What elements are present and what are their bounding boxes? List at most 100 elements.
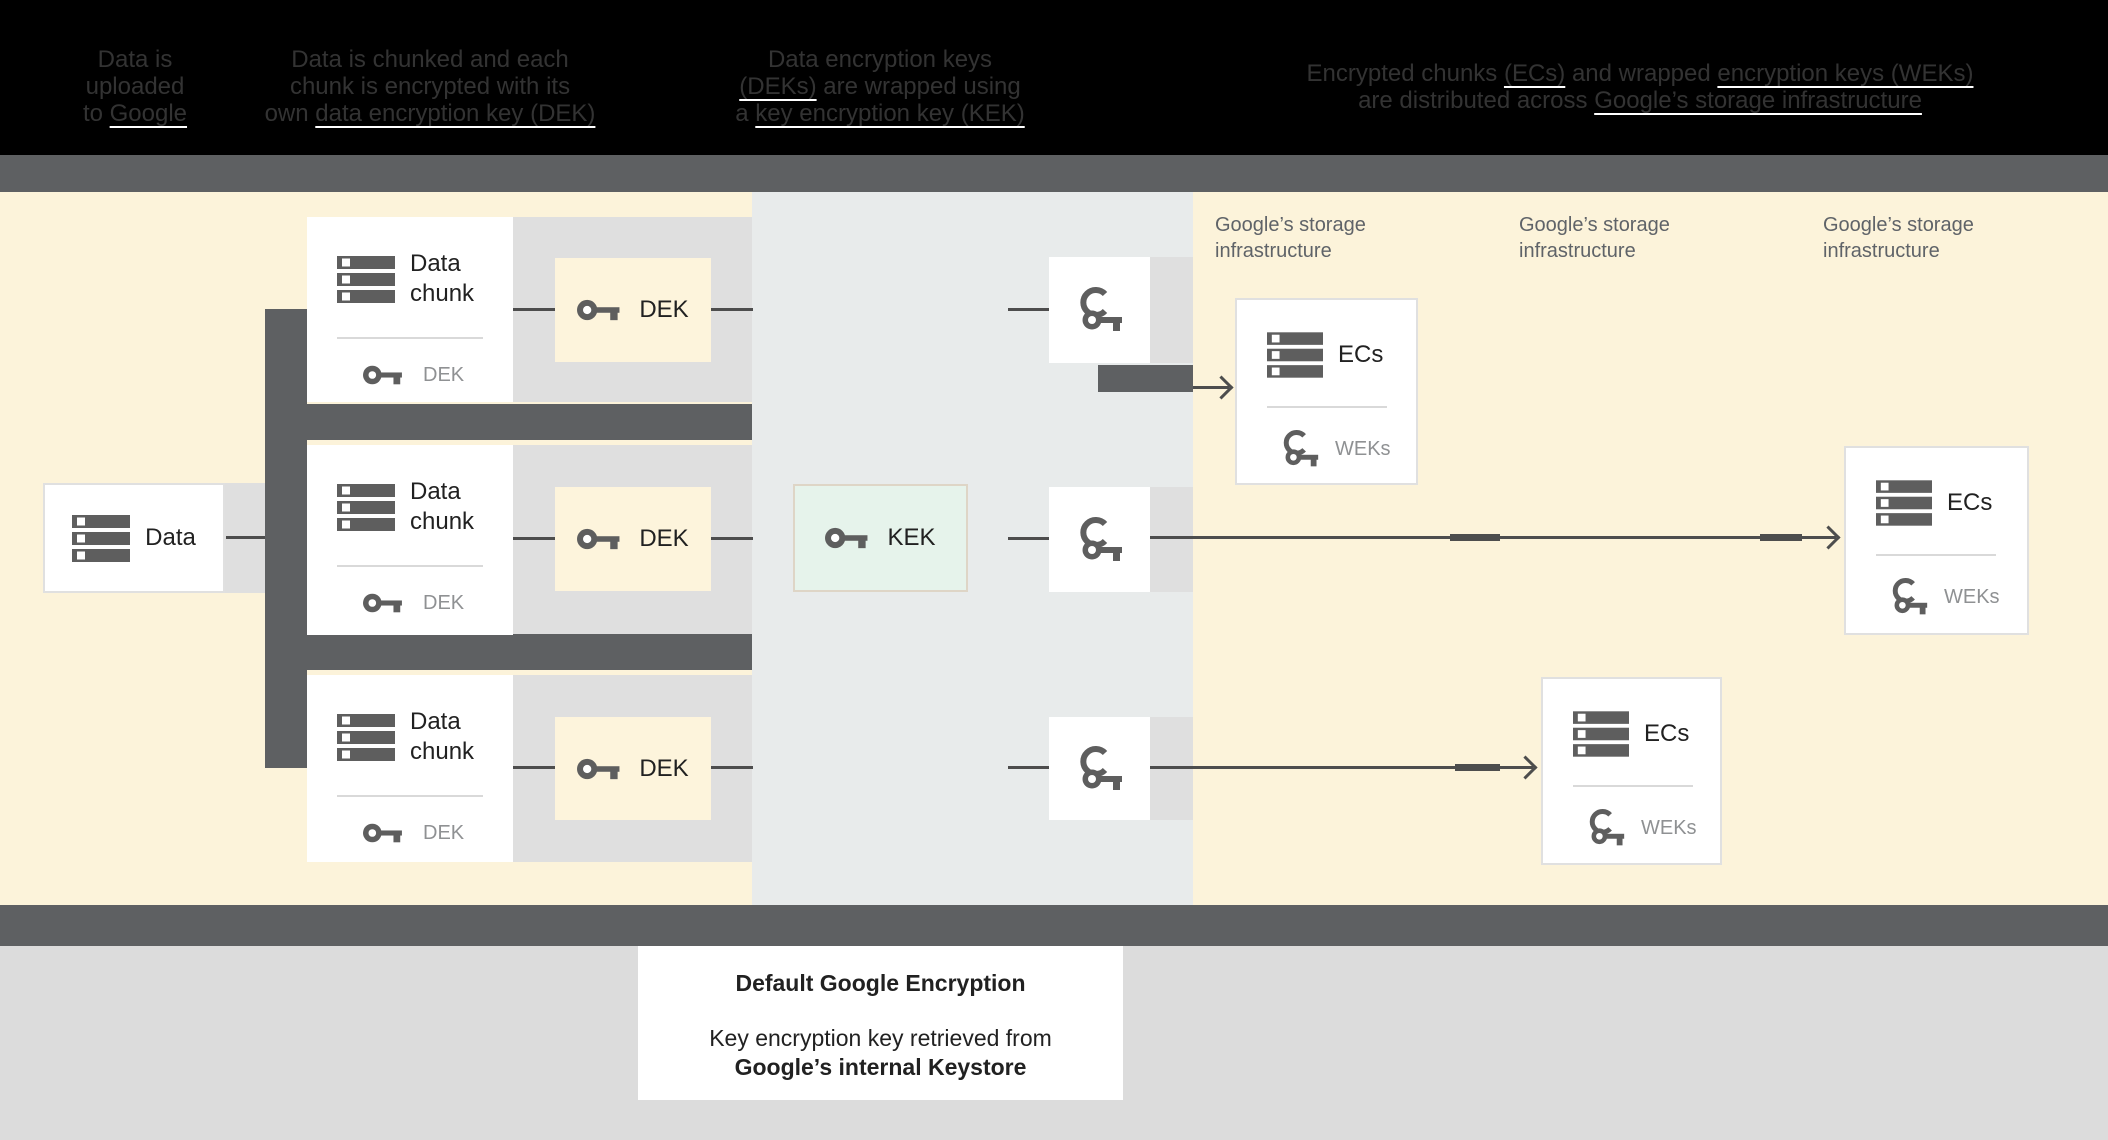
caption-line2: Google’s internal Keystore: [734, 1054, 1027, 1080]
chunk-label-line1: Data: [410, 708, 461, 735]
chunk-label-line2: chunk: [410, 280, 475, 307]
chunk-label-line1: Data: [410, 478, 461, 505]
ecs-label: ECs: [1947, 489, 1993, 516]
arrow-line-row1: [1193, 386, 1229, 389]
kek-box-label: KEK: [887, 524, 936, 551]
chunk-divider: [337, 337, 483, 339]
ecs-weks-row: WEKs: [1888, 578, 2027, 616]
ecs-divider: [1876, 554, 1996, 556]
chunk-title-row: Data chunk: [337, 477, 513, 537]
dek-box-3: DEK: [555, 717, 711, 820]
wrapped-key-icon: [1075, 745, 1125, 792]
weks-label: WEKs: [1335, 437, 1391, 460]
ecs-title-row: ECs: [1267, 332, 1416, 378]
header-step-1-line1: Data is: [97, 46, 173, 73]
text-segment: are wrapped using: [816, 73, 1021, 100]
connector-dek3-middle: [711, 766, 753, 769]
ecs-box-1: ECs WEKs: [1235, 298, 1418, 485]
wrapped-key-icon: [1075, 287, 1125, 333]
wrapped-key-icon: [1585, 809, 1627, 847]
header-step-2: Data is chunked and each chunk is encryp…: [250, 0, 610, 155]
glossary-link-storage: Google’s storage infrastructure: [1594, 86, 1922, 114]
kek-box: KEK: [793, 484, 968, 592]
server-icon: [337, 483, 395, 531]
header-step-4-line2: are distributed across Google’s storage …: [1358, 87, 1922, 114]
data-chunk-content: Data chunk DEK: [307, 445, 513, 635]
trunk-bar: [265, 309, 307, 768]
chunk-dek-row: DEK: [363, 821, 513, 845]
arrow-line-row3: [1150, 766, 1533, 769]
weks-label: WEKs: [1641, 816, 1697, 839]
key-icon: [825, 526, 873, 550]
ecs-weks-row: WEKs: [1279, 430, 1416, 468]
chunk-label-line1: Data: [410, 250, 461, 277]
arrow-dash-row2a: [1450, 534, 1500, 541]
flow-bar-2: [265, 634, 752, 670]
header-band: Data is uploaded to Google Data is chunk…: [0, 0, 2108, 155]
header-step-1: Data is uploaded to Google: [35, 0, 235, 155]
key-icon: [577, 757, 625, 781]
ecs-content: ECs WEKs: [1237, 300, 1416, 483]
arrow-dash-row3: [1455, 764, 1500, 771]
server-icon: [72, 514, 131, 562]
chunk-label-line2: chunk: [410, 508, 475, 535]
server-icon: [1876, 480, 1932, 526]
connector-chunk3-dek3: [513, 766, 556, 769]
chunk-divider: [337, 565, 483, 567]
glossary-link-deks: (DEKs): [739, 73, 817, 100]
glossary-link-dek: data encryption key (DEK): [315, 100, 596, 127]
header-step-4: Encrypted chunks (ECs) and wrapped encry…: [1300, 0, 1980, 155]
text-segment: Encrypted chunks: [1306, 59, 1504, 87]
chunk-label: Data chunk: [410, 477, 474, 537]
wrapped-key-box-1: [1049, 257, 1150, 363]
server-icon: [337, 713, 395, 761]
data-box-label: Data: [145, 524, 196, 551]
chunk-label: Data chunk: [410, 249, 474, 309]
connector-data-trunk: [226, 536, 265, 539]
storage-label-line2: infrastructure: [1823, 240, 1940, 262]
chunk-dek-row: DEK: [363, 591, 513, 615]
connector-prekey3: [1008, 766, 1049, 769]
storage-label-2: Google’s storage infrastructure: [1519, 212, 1670, 264]
text-segment: are distributed across: [1358, 86, 1595, 114]
header-step-3-line3: a key encryption key (KEK): [735, 100, 1024, 127]
ecs-content: ECs WEKs: [1846, 448, 2027, 633]
ecs-title-row: ECs: [1573, 711, 1720, 757]
caption-line1: Key encryption key retrieved from: [709, 1025, 1052, 1051]
dek-box-2: DEK: [555, 487, 711, 591]
ecs-title-row: ECs: [1876, 480, 2027, 526]
server-icon: [337, 255, 395, 303]
chunk-divider: [337, 795, 483, 797]
ecs-box-2: ECs WEKs: [1844, 446, 2029, 635]
header-step-1-line2: uploaded: [85, 73, 185, 100]
data-box-content: Data: [45, 485, 223, 591]
storage-label-line1: Google’s storage: [1519, 214, 1670, 236]
text-segment: a: [735, 100, 756, 127]
chunk-title-row: Data chunk: [337, 249, 513, 309]
chunk-dek-row: DEK: [363, 363, 513, 387]
band-key1: [1150, 257, 1193, 363]
wrapped-key-box-2: [1049, 487, 1150, 592]
glossary-link-weks: encryption keys (WEKs): [1717, 59, 1974, 87]
connector-chunk2-dek2: [513, 537, 556, 540]
dek-box-label: DEK: [639, 754, 689, 782]
data-chunk-box-2: Data chunk DEK: [307, 445, 513, 635]
header-step-3: Data encryption keys (DEKs) are wrapped …: [700, 0, 1060, 155]
data-box: Data: [43, 483, 225, 593]
band-key2: [1150, 487, 1193, 592]
connector-dek2-middle: [711, 537, 753, 540]
glossary-link-kek: key encryption key (KEK): [755, 100, 1025, 127]
data-chunk-content: Data chunk DEK: [307, 217, 513, 402]
dek-box-label: DEK: [639, 525, 689, 552]
chunk-dek-label: DEK: [423, 591, 465, 614]
dek-box-label: DEK: [639, 296, 689, 323]
header-step-1-line3: to Google: [83, 100, 187, 127]
storage-label-line2: infrastructure: [1215, 240, 1332, 262]
storage-label-line1: Google’s storage: [1215, 214, 1366, 236]
storage-label-line2: infrastructure: [1519, 240, 1636, 262]
caption-title: Default Google Encryption: [735, 970, 1026, 996]
arrow-dash-row2b: [1760, 534, 1802, 541]
